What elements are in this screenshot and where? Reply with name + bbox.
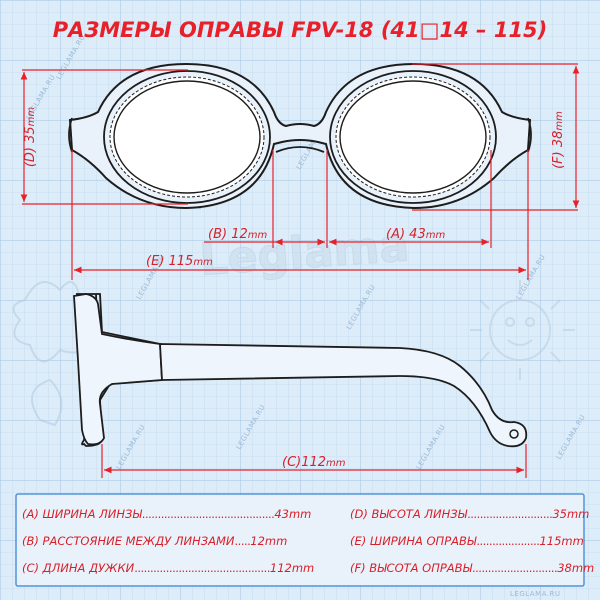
frame-front-view <box>68 62 532 210</box>
right-lens-groove <box>339 80 487 194</box>
spec-d-value: 35mm <box>552 507 589 521</box>
spec-b-value: 12mm <box>250 534 287 548</box>
temple-tip-hole <box>509 429 519 439</box>
page-title: РАЗМЕРЫ ОПРАВЫ FPV-18 (41□14 – 115) <box>53 18 548 42</box>
spec-c-value: 112mm <box>270 561 314 575</box>
spec-table: (A) ШИРИНА ЛИНЗЫ........................… <box>15 493 594 587</box>
temple-arm <box>159 343 528 448</box>
dim-e-unit: mm <box>193 257 213 268</box>
temple-side-view <box>73 293 528 448</box>
spec-e-dots: .................... <box>476 534 539 548</box>
dim-c-label: (C)112mm <box>282 455 346 470</box>
left-lens <box>109 76 265 198</box>
spec-row-c: (C) ДЛИНА ДУЖКИ.........................… <box>22 561 314 575</box>
right-end-piece <box>527 117 532 153</box>
dim-b-text: (B) 12 <box>208 227 248 242</box>
dim-e-label: (E) 115mm <box>146 254 213 269</box>
spec-a-name: (A) ШИРИНА ЛИНЗЫ <box>22 507 142 521</box>
bridge <box>275 146 325 153</box>
dim-b-label: (B) 12mm <box>208 227 267 242</box>
spec-c-name: (C) ДЛИНА ДУЖКИ <box>22 561 135 575</box>
spec-d-dots: ........................... <box>467 507 552 521</box>
spec-f-dots: ........................... <box>472 561 557 575</box>
temple-hinge-outline <box>73 293 163 446</box>
spec-row-f: (F) ВЫСОТА ОПРАВЫ.......................… <box>350 561 594 575</box>
dim-a-label: (A) 43mm <box>386 227 445 242</box>
spec-c-dots: ........................................… <box>134 561 270 575</box>
dim-b-unit: mm <box>248 230 268 241</box>
dim-a-unit: mm <box>426 230 446 241</box>
spec-row-d: (D) ВЫСОТА ЛИНЗЫ........................… <box>350 507 589 521</box>
spec-f-value: 38mm <box>557 561 594 575</box>
temple-hinge-block <box>76 293 161 447</box>
spec-d-name: (D) ВЫСОТА ЛИНЗЫ <box>350 507 468 521</box>
spec-a-value: 43mm <box>274 507 311 521</box>
dim-e-text: (E) 115 <box>146 254 193 269</box>
dim-d-text: (D) 35 <box>23 126 38 167</box>
left-end-piece <box>68 117 73 153</box>
left-lens-outline <box>103 70 271 204</box>
dim-f-text: (F) 38 <box>551 131 566 169</box>
spec-e-value: 115mm <box>539 534 583 548</box>
dim-a-text: (A) 43 <box>386 227 426 242</box>
dim-f-label: (F) 38mm <box>551 111 566 169</box>
left-lens-groove <box>113 80 261 194</box>
dim-d-unit: mm <box>26 107 37 127</box>
spec-e-name: (E) ШИРИНА ОПРАВЫ <box>350 534 477 548</box>
spec-table-border <box>15 493 585 587</box>
svg-text:(D) 35mm: (D) 35mm <box>23 107 38 168</box>
right-lens-outline <box>329 70 497 204</box>
dim-c-unit: mm <box>326 458 346 469</box>
spec-row-e: (E) ШИРИНА ОПРАВЫ....................115… <box>350 534 584 548</box>
sun-character-watermark <box>470 280 575 380</box>
dim-c-text: (C)112 <box>282 455 326 470</box>
right-lens <box>335 76 491 198</box>
spec-a-dots: ........................................… <box>142 507 275 521</box>
spec-b-name: (B) РАССТОЯНИЕ МЕЖДУ ЛИНЗАМИ <box>22 534 235 548</box>
dim-d-label: (D) 35mm <box>23 107 38 168</box>
spec-row-a: (A) ШИРИНА ЛИНЗЫ........................… <box>22 507 311 521</box>
svg-text:(F) 38mm: (F) 38mm <box>551 111 566 169</box>
spec-f-name: (F) ВЫСОТА ОПРАВЫ <box>350 561 473 575</box>
spec-b-dots: ..... <box>235 534 251 548</box>
dimension-lines-temple <box>101 444 527 478</box>
footer-watermark: LEGLAMA.RU <box>510 590 561 598</box>
dimension-lines-front <box>20 63 580 280</box>
dim-f-unit: mm <box>554 111 565 131</box>
spec-row-b: (B) РАССТОЯНИЕ МЕЖДУ ЛИНЗАМИ.....12mm <box>22 534 287 548</box>
